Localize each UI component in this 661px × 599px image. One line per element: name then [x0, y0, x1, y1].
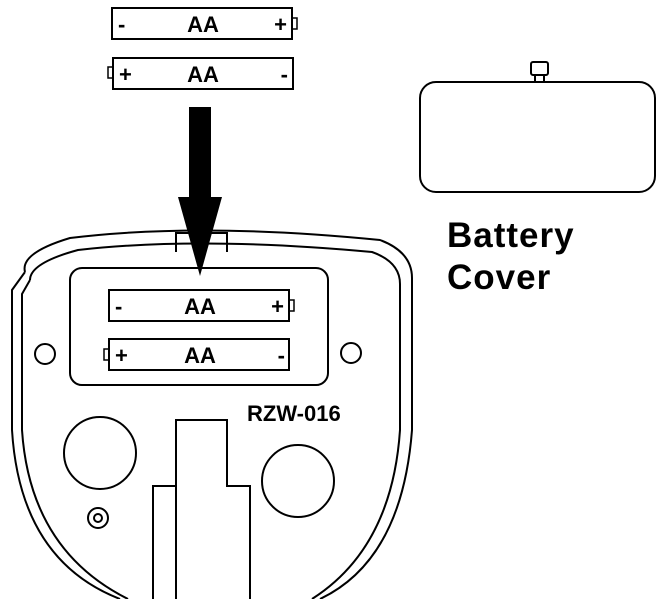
battery-terminal [288, 299, 295, 312]
loose-battery-2: + AA - [107, 57, 294, 90]
cover-body [419, 81, 656, 193]
battery-minus-label: - [281, 62, 288, 87]
battery-minus-label: - [278, 343, 285, 368]
arrow-shaft [189, 107, 211, 204]
battery-terminal [107, 66, 114, 79]
loose-battery-1: - AA + [111, 7, 298, 40]
battery-label: AA [184, 343, 216, 368]
battery-label: AA [187, 62, 219, 87]
battery-minus-label: - [115, 294, 122, 319]
small-button-outer [87, 507, 109, 529]
battery-cover [419, 61, 656, 193]
right-screw-hole [340, 342, 362, 364]
left-round-knob [63, 416, 137, 490]
battery-plus-label: + [115, 343, 128, 368]
device-outer-outline [11, 229, 413, 599]
battery-label: AA [184, 294, 216, 319]
installed-battery-2: + AA - [103, 338, 290, 371]
device-body [11, 229, 413, 599]
insert-arrow [178, 107, 222, 276]
battery-cover-label-line2: Cover [447, 258, 551, 297]
mount-stand-left [152, 485, 176, 599]
right-round-knob [261, 444, 335, 518]
cover-tab [530, 61, 549, 76]
device-inner-outline [21, 242, 401, 599]
battery-label: AA [187, 12, 219, 37]
arrow-head-icon [178, 197, 222, 276]
battery-plus-label: + [274, 12, 287, 37]
battery-minus-label: - [118, 12, 125, 37]
small-button-inner [93, 513, 103, 523]
cover-tab-stem [534, 75, 545, 82]
battery-plus-label: + [271, 294, 284, 319]
left-screw-hole [34, 343, 56, 365]
battery-cover-label-line1: Battery [447, 216, 575, 255]
battery-plus-label: + [119, 62, 132, 87]
battery-terminal [291, 17, 298, 30]
mount-stand [175, 419, 251, 599]
battery-terminal [103, 348, 110, 361]
installed-battery-1: - AA + [108, 289, 295, 322]
model-number-label: RZW-016 [247, 401, 341, 426]
